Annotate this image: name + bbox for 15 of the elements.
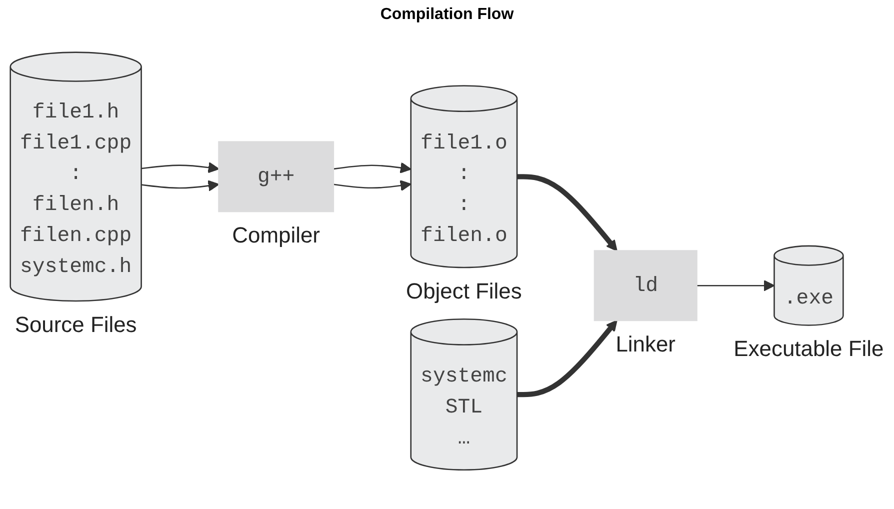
arrow [517, 320, 618, 397]
arrow [333, 162, 412, 174]
node-caption: Compiler [232, 222, 320, 248]
arrow [517, 174, 618, 252]
node-box: g++ [218, 141, 334, 212]
node-caption: Executable File [734, 336, 884, 362]
node-caption: Source Files [14, 312, 137, 337]
arrow [333, 180, 412, 192]
arrow [141, 180, 220, 192]
diagram-title: Compilation Flow [379, 6, 515, 24]
arrow [141, 162, 220, 174]
node-box: ld [594, 250, 698, 321]
arrow [696, 280, 775, 292]
node-caption: Linker [616, 331, 676, 356]
node-caption: Object Files [406, 278, 522, 304]
